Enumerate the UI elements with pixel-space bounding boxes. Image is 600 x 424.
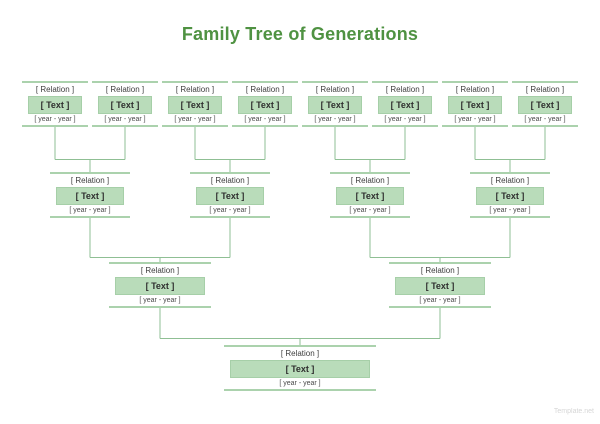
top-rule <box>470 172 550 174</box>
top-rule <box>162 81 228 83</box>
name-field[interactable]: [ Text ] <box>476 187 544 205</box>
tree-node-gen1-4: [ Relation ] [ Text ] [ year - year ] <box>232 81 298 127</box>
tree-node-gen2-1: [ Relation ] [ Text ] [ year - year ] <box>50 172 130 218</box>
relation-label: [ Relation ] <box>490 176 530 185</box>
name-field[interactable]: [ Text ] <box>336 187 404 205</box>
bottom-rule <box>389 306 491 308</box>
relation-label: [ Relation ] <box>35 85 75 94</box>
name-field[interactable]: [ Text ] <box>168 96 222 114</box>
name-field[interactable]: [ Text ] <box>56 187 124 205</box>
bottom-rule <box>512 125 578 127</box>
relation-label: [ Relation ] <box>140 266 180 275</box>
relation-label: [ Relation ] <box>525 85 565 94</box>
name-field[interactable]: [ Text ] <box>395 277 485 295</box>
name-field[interactable]: [ Text ] <box>518 96 572 114</box>
top-rule <box>330 172 410 174</box>
bottom-rule <box>442 125 508 127</box>
years-label: [ year - year ] <box>69 207 111 214</box>
top-rule <box>109 262 211 264</box>
years-label: [ year - year ] <box>419 297 461 304</box>
relation-label: [ Relation ] <box>315 85 355 94</box>
years-label: [ year - year ] <box>489 207 531 214</box>
tree-node-gen1-3: [ Relation ] [ Text ] [ year - year ] <box>162 81 228 127</box>
relation-label: [ Relation ] <box>210 176 250 185</box>
tree-node-gen3-2: [ Relation ] [ Text ] [ year - year ] <box>389 262 491 308</box>
bottom-rule <box>372 125 438 127</box>
bottom-rule <box>330 216 410 218</box>
name-field[interactable]: [ Text ] <box>98 96 152 114</box>
name-field[interactable]: [ Text ] <box>448 96 502 114</box>
years-label: [ year - year ] <box>244 116 286 123</box>
top-rule <box>232 81 298 83</box>
relation-label: [ Relation ] <box>350 176 390 185</box>
tree-node-gen1-7: [ Relation ] [ Text ] [ year - year ] <box>442 81 508 127</box>
tree-node-gen1-1: [ Relation ] [ Text ] [ year - year ] <box>22 81 88 127</box>
bottom-rule <box>224 389 376 391</box>
years-label: [ year - year ] <box>384 116 426 123</box>
years-label: [ year - year ] <box>279 380 321 387</box>
tree-node-gen3-1: [ Relation ] [ Text ] [ year - year ] <box>109 262 211 308</box>
bottom-rule <box>162 125 228 127</box>
name-field[interactable]: [ Text ] <box>230 360 370 378</box>
top-rule <box>22 81 88 83</box>
top-rule <box>442 81 508 83</box>
tree-node-gen4-1: [ Relation ] [ Text ] [ year - year ] <box>224 345 376 391</box>
top-rule <box>92 81 158 83</box>
name-field[interactable]: [ Text ] <box>28 96 82 114</box>
top-rule <box>50 172 130 174</box>
bottom-rule <box>22 125 88 127</box>
relation-label: [ Relation ] <box>455 85 495 94</box>
tree-node-gen2-3: [ Relation ] [ Text ] [ year - year ] <box>330 172 410 218</box>
name-field[interactable]: [ Text ] <box>196 187 264 205</box>
bottom-rule <box>302 125 368 127</box>
relation-label: [ Relation ] <box>420 266 460 275</box>
bottom-rule <box>92 125 158 127</box>
tree-node-gen1-5: [ Relation ] [ Text ] [ year - year ] <box>302 81 368 127</box>
years-label: [ year - year ] <box>139 297 181 304</box>
years-label: [ year - year ] <box>314 116 356 123</box>
years-label: [ year - year ] <box>524 116 566 123</box>
years-label: [ year - year ] <box>104 116 146 123</box>
years-label: [ year - year ] <box>349 207 391 214</box>
top-rule <box>190 172 270 174</box>
bottom-rule <box>470 216 550 218</box>
bottom-rule <box>50 216 130 218</box>
relation-label: [ Relation ] <box>105 85 145 94</box>
tree-node-gen1-8: [ Relation ] [ Text ] [ year - year ] <box>512 81 578 127</box>
page-title: Family Tree of Generations <box>181 24 419 44</box>
relation-label: [ Relation ] <box>245 85 285 94</box>
tree-node-gen2-4: [ Relation ] [ Text ] [ year - year ] <box>470 172 550 218</box>
top-rule <box>389 262 491 264</box>
tree-node-gen2-2: [ Relation ] [ Text ] [ year - year ] <box>190 172 270 218</box>
years-label: [ year - year ] <box>174 116 216 123</box>
relation-label: [ Relation ] <box>175 85 215 94</box>
bottom-rule <box>190 216 270 218</box>
relation-label: [ Relation ] <box>70 176 110 185</box>
name-field[interactable]: [ Text ] <box>378 96 432 114</box>
bottom-rule <box>232 125 298 127</box>
tree-node-gen1-2: [ Relation ] [ Text ] [ year - year ] <box>92 81 158 127</box>
relation-label: [ Relation ] <box>385 85 425 94</box>
name-field[interactable]: [ Text ] <box>238 96 292 114</box>
name-field[interactable]: [ Text ] <box>115 277 205 295</box>
years-label: [ year - year ] <box>209 207 251 214</box>
tree-node-gen1-6: [ Relation ] [ Text ] [ year - year ] <box>372 81 438 127</box>
top-rule <box>512 81 578 83</box>
top-rule <box>302 81 368 83</box>
bottom-rule <box>109 306 211 308</box>
years-label: [ year - year ] <box>34 116 76 123</box>
top-rule <box>372 81 438 83</box>
name-field[interactable]: [ Text ] <box>308 96 362 114</box>
years-label: [ year - year ] <box>454 116 496 123</box>
watermark: Template.net <box>553 408 594 415</box>
top-rule <box>224 345 376 347</box>
relation-label: [ Relation ] <box>280 349 320 358</box>
